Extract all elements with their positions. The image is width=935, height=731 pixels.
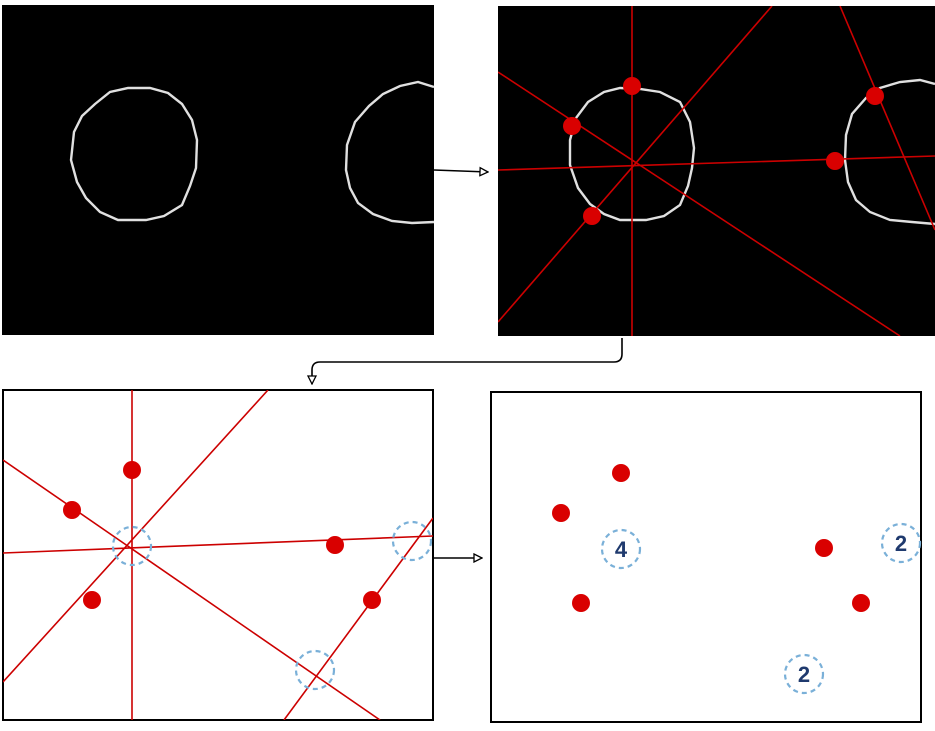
intersections-frame (2, 389, 434, 721)
panel-vote-counts: 4 2 2 (490, 391, 922, 723)
vote-line (498, 155, 935, 171)
vote-count-bottom: 2 (798, 662, 810, 687)
right-circle-edge (344, 80, 435, 225)
left-circle-edge (69, 86, 199, 222)
edge-point (852, 594, 870, 612)
edge-point (123, 461, 141, 479)
vote-line (3, 390, 269, 683)
candidate-center-ring (111, 525, 153, 567)
edge-point (326, 536, 344, 554)
edge-point (612, 464, 630, 482)
vote-count-ring (783, 653, 825, 695)
vote-line (3, 459, 381, 720)
vote-count-ring (880, 522, 922, 564)
left-circle-edge-2 (568, 86, 696, 222)
edge-point (363, 591, 381, 609)
right-circle-edge-2 (843, 78, 935, 226)
edge-point (63, 501, 81, 519)
vote-line (3, 535, 433, 554)
candidate-center-ring (294, 649, 336, 691)
lines-image-canvas (498, 6, 935, 336)
vote-count-left: 4 (615, 537, 628, 562)
edge-point (815, 539, 833, 557)
edge-point (563, 117, 581, 135)
edge-image-canvas (2, 5, 434, 335)
vote-line (498, 6, 773, 323)
arrow-edge-to-lines (433, 170, 488, 172)
edge-point (83, 591, 101, 609)
panel-line-intersections (2, 389, 434, 721)
vote-line (839, 6, 935, 231)
edge-point (826, 152, 844, 170)
edge-point (623, 77, 641, 95)
edge-point (866, 87, 884, 105)
vote-counts-frame (490, 391, 922, 723)
vote-count-ring (600, 528, 642, 570)
vote-count-right: 2 (895, 531, 907, 556)
edge-point (552, 504, 570, 522)
vote-line (283, 517, 433, 720)
vote-line (498, 71, 901, 336)
edge-point (583, 207, 601, 225)
arrow-lines-to-intersections (312, 338, 623, 384)
candidate-center-ring (391, 520, 433, 562)
panel-edge-image (2, 5, 435, 335)
edge-point (572, 594, 590, 612)
panel-edge-image-with-lines (498, 6, 935, 336)
